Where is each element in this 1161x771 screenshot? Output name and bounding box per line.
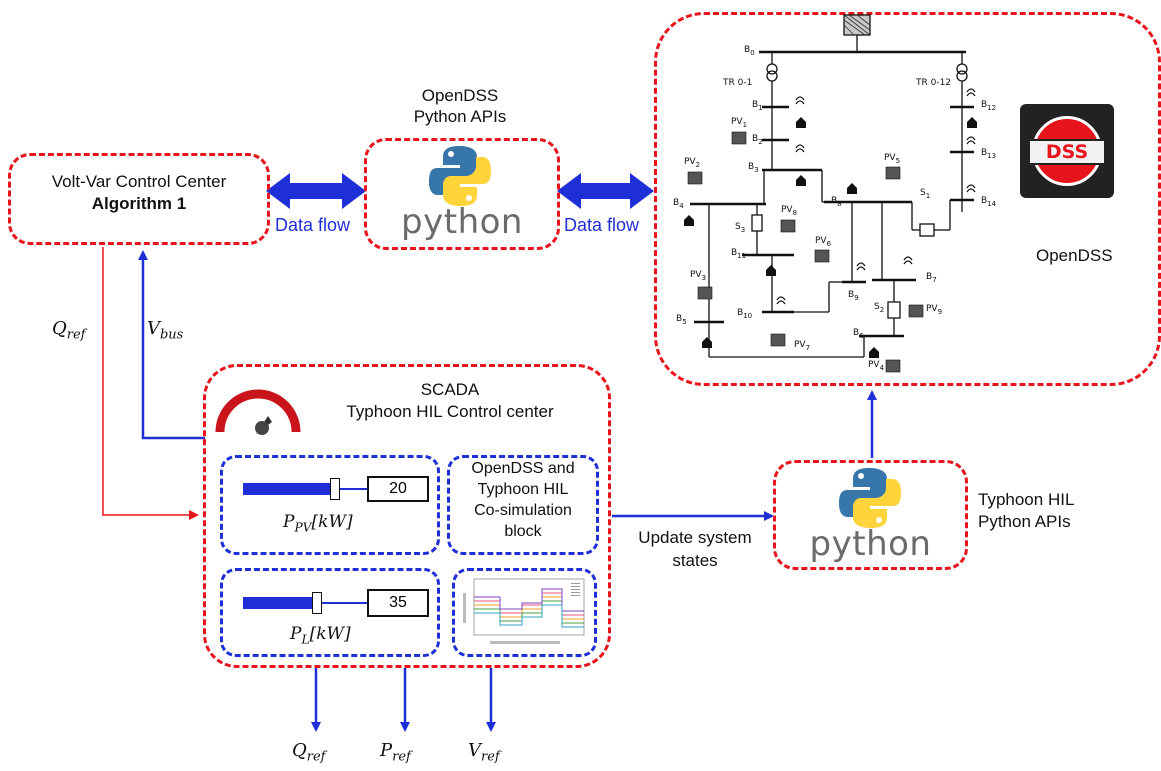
opendss-api-title-2: Python APIs <box>413 107 507 126</box>
python-wordmark: python <box>401 202 523 242</box>
p-pv-label: PPV[kW] <box>283 512 353 535</box>
update-states-line-2: states <box>672 551 718 570</box>
q-ref-feedback-label: Qref <box>52 318 86 343</box>
pv-label-1: PV1 <box>731 117 748 129</box>
bus-label-b7: B7 <box>926 272 937 284</box>
cosim-line-4: block <box>504 523 542 540</box>
load-value-display: 35 <box>367 589 429 617</box>
pv-label-8: PV8 <box>781 205 798 217</box>
typhoon-api-title-2: Python APIs <box>978 512 1071 531</box>
q-ref-feedback-line <box>102 247 199 520</box>
pv-label-9: PV9 <box>926 304 943 316</box>
bus-label-b11: B11 <box>731 248 747 260</box>
voltage-plot-panel <box>452 568 597 657</box>
bus-label-b13: B13 <box>981 148 997 160</box>
cosim-line-2: Typhoon HIL <box>477 481 569 498</box>
python-logo-icon-2 <box>839 468 901 528</box>
bus-label-b6: B6 <box>853 328 864 340</box>
transformer-label-0-1: TR 0-1 <box>723 78 753 88</box>
pv-value-display: 20 <box>367 476 429 502</box>
opendss-logo-icon: DSS <box>1020 104 1114 198</box>
opendss-python-api-box <box>364 138 560 250</box>
bus-label-b14: B14 <box>981 196 997 208</box>
load-slider-connector <box>322 602 367 604</box>
bus-label-b0: B0 <box>744 45 755 57</box>
pv-slider-panel <box>220 455 440 555</box>
opendss-label: OpenDSS <box>1036 246 1113 265</box>
python-logo-icon <box>429 146 491 206</box>
transformer-label-0-12: TR 0-12 <box>916 78 952 88</box>
bus-label-b10: B10 <box>737 308 753 320</box>
bus-label-b3: B3 <box>748 162 759 174</box>
voltage-plot-thumbnail <box>463 578 585 644</box>
update-states-line-1: Update system <box>638 528 752 547</box>
v-bus-feedback-label: Vbus <box>147 318 184 343</box>
bus-label-b8: B8 <box>831 196 842 208</box>
volt-var-title: Volt-Var Control Center <box>51 172 227 191</box>
v-bus-feedback-line <box>138 250 205 440</box>
typhoon-api-title-1: Typhoon HIL <box>978 490 1075 509</box>
cosim-line-1: OpenDSS and <box>471 460 575 477</box>
distribution-network-diagram <box>684 14 977 373</box>
python-wordmark-2: python <box>809 524 932 564</box>
scada-subtitle: Typhoon HIL Control center <box>346 402 554 421</box>
data-flow-right-double-arrow <box>557 173 654 209</box>
bus-label-b2: B2 <box>752 134 763 146</box>
volt-var-control-center-box <box>8 153 270 245</box>
scada-box <box>203 364 611 668</box>
bus-label-b9: B9 <box>848 290 859 302</box>
q-ref-output-label: Qref <box>292 740 326 765</box>
switch-label-s1: S1 <box>920 188 931 200</box>
data-flow-left-label: Data flow <box>275 215 351 235</box>
opendss-api-title-1: OpenDSS <box>421 86 499 105</box>
pv-slider-handle[interactable] <box>330 478 340 500</box>
pv-label-3: PV3 <box>690 270 707 282</box>
pv-label-6: PV6 <box>815 236 832 248</box>
typhoon-python-api-box <box>773 460 968 570</box>
algorithm-label: Algorithm 1 <box>91 194 187 213</box>
data-flow-left-double-arrow <box>266 173 366 209</box>
pv-slider-track[interactable] <box>243 483 331 495</box>
dss-logo-text: DSS <box>1028 139 1106 165</box>
load-slider-panel <box>220 568 440 657</box>
cosim-block-panel <box>447 455 599 555</box>
p-ref-output-label: Pref <box>380 740 411 765</box>
cosim-line-3: Co-simulation <box>474 502 572 519</box>
switch-label-s2: S2 <box>874 302 885 314</box>
bus-label-b1: B1 <box>752 100 763 112</box>
bus-label-b12: B12 <box>981 100 997 112</box>
load-slider-track[interactable] <box>243 597 314 609</box>
p-l-label: PL[kW] <box>290 624 351 647</box>
pv-label-4: PV4 <box>868 360 885 372</box>
bus-label-b5: B5 <box>676 314 687 326</box>
opendss-network-box <box>654 12 1161 386</box>
pv-slider-connector <box>340 488 367 490</box>
pv-label-7: PV7 <box>794 340 811 352</box>
v-ref-output-label: Vref <box>468 740 500 765</box>
data-flow-right-label: Data flow <box>564 215 640 235</box>
switch-label-s3: S3 <box>735 222 746 234</box>
pv-label-2: PV2 <box>684 157 701 169</box>
gauge-icon <box>215 389 301 435</box>
load-slider-handle[interactable] <box>312 592 322 614</box>
scada-title: SCADA <box>420 380 480 399</box>
bus-label-b4: B4 <box>673 198 684 210</box>
pv-label-5: PV5 <box>884 153 901 165</box>
